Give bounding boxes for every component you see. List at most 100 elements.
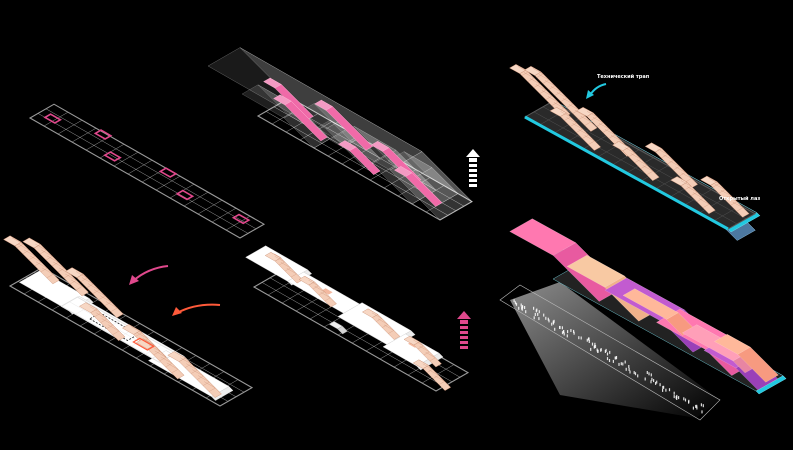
panel-5-floor-plate [245,245,471,392]
pillar-top [135,338,155,350]
pillar-band [105,301,118,312]
grid-line [211,207,237,223]
crowd-field-edge [499,284,721,421]
pillar-band [550,86,562,96]
volume-top [207,47,423,171]
pillar-band [574,110,586,120]
crowd-figure [548,319,550,323]
crowd-figure [522,305,524,309]
pillar-band [286,268,297,278]
pillar-top [121,324,141,335]
pillar-band [422,363,433,373]
pillar-band [532,68,544,78]
crowd-figure [673,391,675,395]
crowd-figure [604,350,606,353]
crowd-figure [580,336,582,340]
crowd-figure [591,342,594,346]
crowd-figure [518,306,520,310]
light-beam [510,282,720,418]
pillar-band [598,123,610,133]
grid-outline [256,96,474,221]
grid-line [611,149,640,166]
crowd-figure [561,326,563,330]
program-block-top [622,288,679,320]
pillar-top [524,66,542,76]
crowd-figure [663,385,665,389]
up-arrow-pink-icon [457,311,471,349]
pillar-band [425,352,436,362]
crowd-figure [514,301,516,305]
crowd-figure [656,380,658,384]
panel-1-grid-footprints [28,103,266,239]
pillar-footprints [43,113,251,225]
pillar-band [160,356,173,368]
crowd-figure [588,337,590,341]
pillar-band [53,261,65,273]
pillar-band [669,160,680,171]
pillar-band [624,147,636,157]
crowd-figure [634,372,637,376]
crowd-figure [644,377,646,381]
grid-line [197,199,223,215]
footprint [103,151,122,162]
crowd-figure [665,388,667,392]
program-block-top [714,334,751,355]
crowd-figure [620,362,622,366]
panel-2-translucent-volume [207,47,480,221]
crowd-figure [597,349,599,353]
crowd-figure [559,326,561,329]
crowd-figure [648,372,650,376]
crowd-figure [578,336,580,340]
pillar-band [698,198,710,208]
pillar-band [314,286,325,296]
pillar-band [586,111,598,121]
pillar-band [726,195,738,206]
pillar-band [657,148,668,159]
pillar-band [720,189,732,200]
crowd-figure [566,334,568,338]
tech-tunnel-label: Технический трап [597,74,650,80]
pillar-band [562,98,574,108]
pillar-band [686,186,698,196]
pillar-band [680,180,692,190]
pillar-band [714,183,726,194]
pillar-band [434,375,445,385]
white-slab-5 [245,245,444,371]
pillar-band [280,262,291,272]
pillar-band [130,326,143,337]
program-block-top [509,218,577,256]
grid-line [99,143,125,159]
pillar-top [412,359,430,369]
crowd-figure [653,379,655,383]
crowd-figure [573,329,575,333]
pillar-top [167,351,186,362]
crowd-figure [695,404,697,408]
pillar-band [580,116,592,126]
pillar-band [675,166,686,177]
pillar-top [549,107,568,117]
grid-line [698,197,727,214]
pillar-band [107,324,120,335]
crowd-figure [593,345,595,349]
pillar-band [541,90,553,100]
crowd-figure [651,377,653,381]
pillar-band [274,256,285,266]
grid-line [57,119,83,135]
crowd-figure [588,340,590,343]
pillar-band [708,177,720,188]
pillar-band [413,340,424,350]
pillar-band [560,111,571,121]
panel-4-slab-pillars [3,235,254,407]
crowd-figure [701,410,703,414]
magenta-pillar-top [337,140,357,151]
magenta-pillar-top [393,166,413,177]
pillar-band [556,92,568,102]
pillar-top [361,308,379,318]
translucent-volume [207,47,473,221]
grid-line [71,127,97,143]
crowd-figure [675,395,677,399]
crowd-figure [594,345,597,348]
crowd-figure [700,403,702,407]
grid-outline [252,267,470,392]
